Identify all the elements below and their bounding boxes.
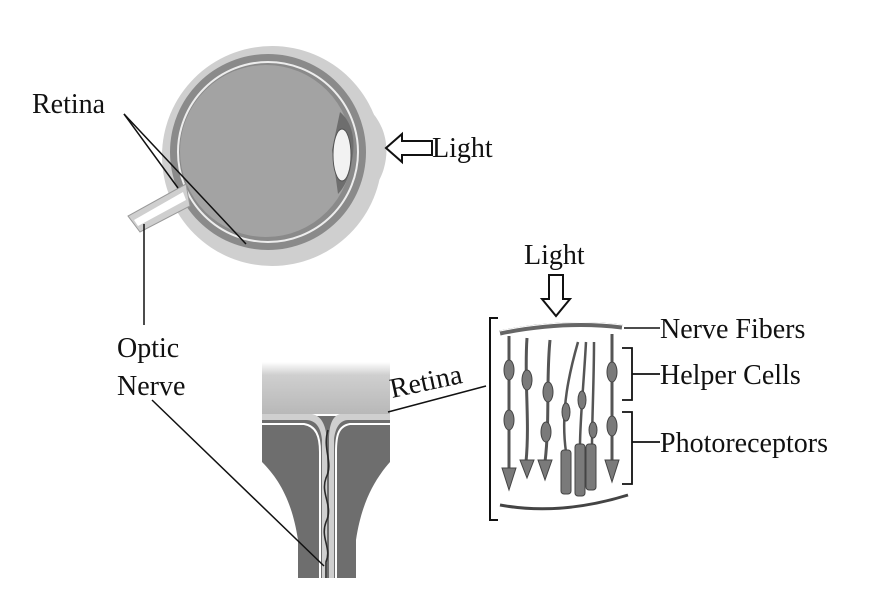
retina-cell — [560, 341, 580, 495]
optic-nerve-section — [262, 362, 390, 578]
optic-pointer-down — [151, 399, 325, 567]
photoreceptors-bracket — [622, 411, 660, 485]
nerve-fiber-layer-highlight — [499, 322, 623, 332]
retina-detail-bracket — [489, 317, 498, 521]
nerve-label: Nerve — [117, 371, 185, 402]
section-white-lines — [262, 423, 390, 578]
retina-bottom-layer — [499, 493, 629, 511]
nerve-fibers-label: Nerve Fibers — [660, 314, 805, 345]
retina-cell — [585, 341, 598, 491]
retina-cells — [501, 334, 620, 497]
light-label-side: Light — [432, 133, 493, 164]
retina-cell — [604, 334, 620, 484]
retina-cell — [574, 341, 588, 497]
eye-vitreous — [180, 65, 352, 237]
retina-cell — [501, 336, 517, 492]
lens — [332, 128, 352, 182]
optic-label: Optic — [117, 333, 179, 364]
retina-cell — [519, 337, 535, 480]
eyeball — [127, 46, 387, 266]
optic-nerve-stalk-core — [134, 192, 186, 226]
retina-pointer-2 — [123, 113, 247, 245]
section-top-fade — [262, 362, 390, 414]
retina-cell — [537, 339, 554, 482]
section-nerve-fiber — [323, 429, 330, 578]
nerve-fiber-layer — [499, 322, 623, 336]
light-label-top: Light — [524, 240, 585, 271]
retina-label-mid: Retina — [387, 359, 465, 405]
helper-cells-bracket — [622, 347, 660, 401]
retina-label-top: Retina — [32, 89, 106, 120]
arrow-down-outline-icon — [539, 274, 573, 318]
retina-mid-pointer — [387, 385, 487, 413]
eye-inner-white-line — [177, 61, 359, 243]
helper-cells-label: Helper Cells — [660, 360, 801, 391]
arrow-right-outline-icon — [384, 131, 433, 165]
retina-pointer-1 — [123, 113, 179, 189]
photoreceptors-label: Photoreceptors — [660, 428, 828, 459]
